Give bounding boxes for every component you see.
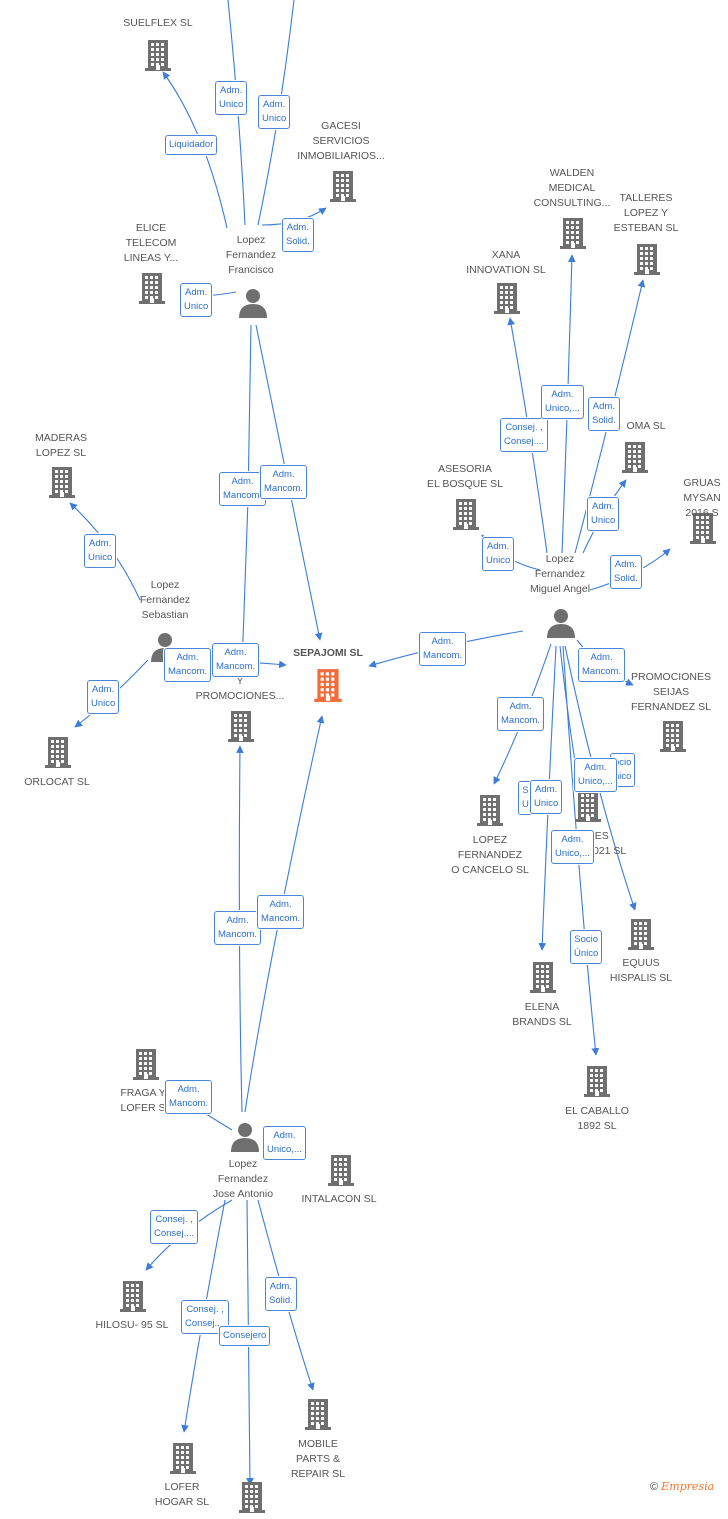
role-tag: Adm. Mancom.	[164, 648, 212, 682]
role-tag: Adm. Unico,...	[263, 1126, 306, 1160]
person-label[interactable]: Lopez Fernandez Jose Antonio	[212, 1158, 274, 1200]
role-tag: Adm. Solid.	[265, 1277, 297, 1311]
company-building-icon[interactable]	[634, 242, 660, 281]
company-label[interactable]: WALDEN MEDICAL CONSULTING...	[533, 167, 611, 209]
role-tag: Adm. Mancom.	[497, 697, 545, 731]
company-building-icon[interactable]	[453, 497, 479, 536]
company-building-icon[interactable]	[120, 1279, 146, 1318]
company-building-icon[interactable]	[49, 465, 75, 504]
company-label[interactable]: MADERAS LOPEZ SL	[35, 432, 87, 459]
company-building-icon[interactable]	[575, 789, 601, 828]
role-tag: Adm. Unico,...	[574, 758, 617, 792]
center-company-label[interactable]: SEPAJOMI SL	[293, 647, 363, 659]
company-label[interactable]: FRAGA Y LOFER S	[120, 1087, 166, 1114]
role-tag: Adm. Solid.	[588, 397, 620, 431]
company-building-icon[interactable]	[530, 960, 556, 999]
company-label[interactable]: EL CABALLO 1892 SL	[565, 1105, 629, 1132]
role-tag: Adm. Mancom.	[578, 648, 626, 682]
company-building-icon[interactable]	[139, 271, 165, 310]
edge-jose-sepajomi	[244, 715, 325, 1113]
role-tag: Adm. Mancom.	[219, 472, 267, 506]
company-building-icon[interactable]	[170, 1441, 196, 1480]
company-label[interactable]: INTALACON SL	[301, 1193, 377, 1205]
center-company-building-icon[interactable]	[313, 667, 343, 708]
edge-miguel-caballo	[562, 645, 600, 1056]
company-building-icon[interactable]	[494, 281, 520, 320]
role-tag: Adm. Mancom.	[257, 895, 305, 929]
company-label[interactable]: XANA INNOVATION SL	[466, 249, 546, 276]
company-label[interactable]: ORLOCAT SL	[24, 776, 90, 788]
company-building-icon[interactable]	[330, 169, 356, 208]
company-label[interactable]: TALLERES LOPEZ Y ESTEBAN SL	[613, 192, 679, 234]
person-icon[interactable]	[546, 608, 576, 643]
role-tag: Consej. , Consej....	[150, 1210, 199, 1244]
company-label[interactable]: EQUUS HISPALIS SL	[609, 957, 673, 984]
person-label[interactable]: Lopez Fernandez Miguel Angel	[529, 553, 591, 595]
role-tag: Socio Único	[570, 930, 603, 964]
company-label[interactable]: ELENA BRANDS SL	[512, 1001, 572, 1028]
company-label[interactable]: ELICE TELECOM LINEAS Y...	[123, 222, 179, 264]
company-building-icon[interactable]	[133, 1047, 159, 1086]
role-tag: Consej. , Consej....	[500, 418, 549, 452]
role-tag: Adm. Mancom.	[260, 465, 308, 499]
copyright-symbol: ©	[650, 1481, 659, 1493]
role-tag: Adm. Mancom.	[212, 643, 260, 677]
company-label[interactable]: ASESORIA EL BOSQUE SL	[426, 463, 504, 490]
role-tag: Adm. Unico	[84, 534, 117, 568]
company-label[interactable]: GRUAS MYSAN 2016 S	[683, 477, 721, 519]
person-icon[interactable]	[230, 1122, 260, 1157]
company-label[interactable]: LOFER HOGAR SL	[154, 1481, 210, 1508]
company-label[interactable]: MOBILE PARTS & REPAIR SL	[290, 1438, 346, 1480]
company-label[interactable]: OMA SL	[626, 420, 666, 432]
company-building-icon[interactable]	[45, 735, 71, 774]
company-building-icon[interactable]	[628, 917, 654, 956]
company-building-icon[interactable]	[622, 440, 648, 479]
role-tag: Adm. Unico,...	[551, 830, 594, 864]
role-tag: Adm. Unico,...	[541, 385, 584, 419]
company-building-icon[interactable]	[228, 709, 254, 748]
company-label[interactable]: PROMOCIONES SEIJAS FERNANDEZ SL	[631, 671, 711, 713]
role-tag: Consej. , Consej....	[181, 1300, 230, 1334]
person-icon[interactable]	[238, 288, 268, 323]
role-tag: Adm. Solid.	[282, 218, 314, 252]
role-tag: Adm. Unico	[258, 95, 291, 129]
company-label[interactable]: HILOSU- 95 SL	[95, 1319, 169, 1331]
role-tag: Adm. Unico	[87, 680, 120, 714]
role-tag: Adm. Solid.	[610, 555, 642, 589]
edge-francisco-top1	[227, 0, 246, 226]
company-label[interactable]: LOPEZ FERNANDEZ O CANCELO SL	[451, 834, 529, 876]
person-label[interactable]: Lopez Fernandez Sebastian	[139, 579, 191, 621]
role-tag: Adm. Unico	[530, 780, 563, 814]
company-building-icon[interactable]	[660, 719, 686, 758]
role-tag: Adm. Mancom.	[165, 1080, 213, 1114]
person-label[interactable]: Lopez Fernandez Francisco	[225, 234, 277, 276]
role-tag: Adm. Mancom.	[214, 911, 262, 945]
role-tag: Liquidador	[165, 135, 218, 155]
role-tag: Consejero	[219, 1326, 271, 1346]
role-tag: Adm. Unico	[482, 537, 515, 571]
role-tag: Adm. Unico	[215, 81, 248, 115]
role-tag: Adm. Unico	[587, 497, 620, 531]
company-building-icon[interactable]	[690, 511, 716, 550]
brand-name[interactable]: Empresia	[661, 1480, 715, 1493]
company-building-icon[interactable]	[305, 1397, 331, 1436]
company-label[interactable]: GACESI SERVICIOS INMOBILIARIOS...	[297, 120, 385, 162]
edge-jose-bottom_co	[246, 1199, 254, 1486]
company-building-icon[interactable]	[145, 38, 171, 77]
company-label[interactable]: Y PROMOCIONES...	[195, 675, 285, 702]
company-building-icon[interactable]	[328, 1153, 354, 1192]
company-building-icon[interactable]	[477, 793, 503, 832]
company-label[interactable]: SUELFLEX SL	[123, 17, 193, 29]
copyright-footer: © Empresia	[650, 1480, 714, 1493]
role-tag: Adm. Unico	[180, 283, 213, 317]
company-building-icon[interactable]	[584, 1064, 610, 1103]
role-tag: Adm. Mancom.	[419, 632, 467, 666]
company-building-icon[interactable]	[560, 216, 586, 255]
